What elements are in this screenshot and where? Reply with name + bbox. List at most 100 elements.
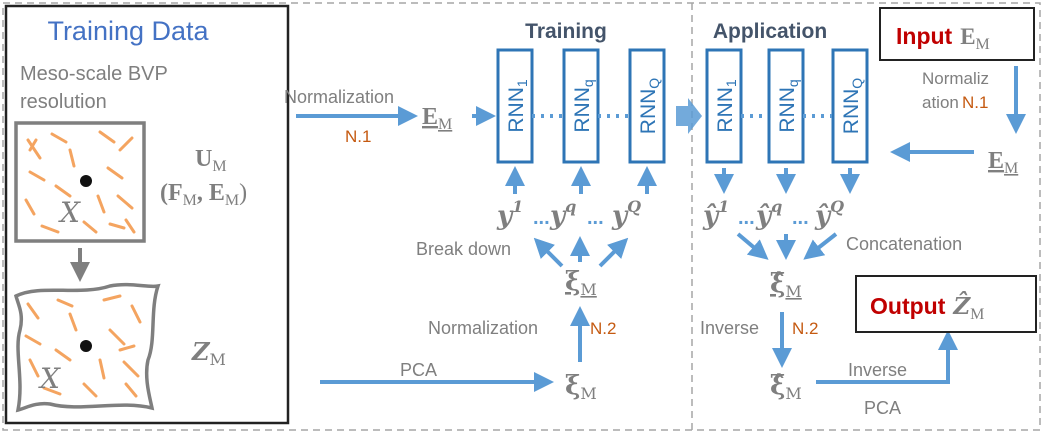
app-pca-label: PCA [864,398,901,418]
training-rnn-3: RNNQ [628,48,666,164]
app-n2-tag: N.2 [792,319,818,338]
xi-label: ξM [565,371,597,403]
training-rnn-label-2: RNNq [571,79,596,132]
fiber-deformed-11 [42,386,62,396]
app-n1-tag: N.1 [962,93,988,112]
internal-variables-label: ZM [191,337,226,369]
displacement-label: UM [195,146,227,175]
training-title: Training [525,20,607,43]
training-rnn-label-1: RNN1 [505,79,530,133]
app-ellipsis-1: ... [738,207,755,229]
training-data-subtitle-line1: Meso-scale BVP [20,63,168,85]
fiber-9 [96,194,106,214]
fiber-11 [40,224,60,234]
fiber-2 [50,132,68,144]
material-point [80,175,92,187]
normalization-n2-label: Normalization [428,318,538,338]
training-rnn-1: RNN1 [496,48,534,164]
training-rnn-box-3 [628,48,666,164]
app-em-label: EM [988,148,1018,177]
training-rnn-2: RNNq [562,48,600,164]
application-rnn-2: RNNq [767,48,805,164]
xi-hat-label: ξ̂M [770,371,802,403]
inverse-pca-arrow [816,330,958,384]
xi-hat-normalized-label: ξ̂M [770,269,802,301]
fiber-deformed-8 [54,348,72,362]
transfer-arrow [676,98,702,134]
application-rnn-box-3 [831,48,869,164]
fiber-12 [82,220,98,234]
fiber-8 [54,184,72,198]
app-normalization-line2: ation [922,93,959,112]
n2-tag: N.2 [590,319,616,338]
fiber-deformed-1 [26,302,40,320]
fiber-1 [26,138,42,160]
fiber-5 [28,170,46,182]
fiber-7 [24,198,36,216]
break-down-arrow-left [533,237,564,268]
fiber-14 [68,148,76,168]
normalization-n1-label: Normalization [284,87,394,107]
yhatq-label: ŷq [755,197,782,231]
yhat1-label: ŷ1 [702,197,729,231]
fiber-deformed-12 [82,382,98,398]
training-rnn-box-2 [562,48,600,164]
deformation-strain-label: (FM, EM) [160,180,247,209]
fiber-16 [108,222,126,230]
concatenation-label: Concatenation [846,234,962,254]
concat-arrow-right [803,232,838,260]
concat-arrow-left [736,232,769,260]
training-ellipsis-1: ... [533,207,550,229]
application-rnn-label-1: RNN1 [714,79,739,133]
fiber-deformed-5 [24,334,42,346]
training-rnn-label-3: RNNQ [637,78,662,135]
material-point-deformed [80,340,92,352]
training-data-title: Training Data [47,16,209,46]
fiber-4 [118,136,134,152]
app-ellipsis-2: ... [792,207,809,229]
undeformed-specimen: X [14,121,146,243]
fiber-deformed-6 [108,328,126,346]
training-rnn-box-1 [496,48,534,164]
fiber-deformed-9 [98,358,106,380]
fiber-deformed-3 [102,294,122,302]
application-rnn-label-3: RNNQ [840,78,865,135]
application-rnn-3: RNNQ [831,48,869,164]
break-down-label: Break down [416,239,511,259]
point-label-deformed: X [38,362,61,395]
app-normalization-line1: Normaliz [922,69,989,88]
fiber-deformed-15 [118,344,136,352]
yQ-label: yQ [611,197,641,231]
fiber-deformed-14 [68,312,78,332]
point-label: X [58,196,81,229]
application-rnn-label-2: RNNq [776,79,801,132]
inverse-label: Inverse [700,318,759,338]
fiber-6 [106,166,124,180]
fiber-13 [124,218,136,234]
fiber-15 [28,138,38,152]
fiber-deformed-4 [130,304,142,324]
fiber-10 [116,194,134,210]
pca-label: PCA [400,360,437,380]
application-title: Application [713,20,827,43]
fiber-deformed-2 [56,298,74,308]
training-outputs: y1 ... yq ... yQ [496,197,641,231]
fiber-deformed-10 [122,360,140,378]
break-down-arrow-right [598,237,629,268]
em-normalized-label: EM [422,104,452,133]
training-ellipsis-2: ... [587,207,604,229]
yhatQ-label: ŷQ [814,197,844,231]
application-rnn-box-1 [705,48,743,164]
n1-tag: N.1 [345,127,371,146]
fiber-deformed-7 [28,358,40,378]
fiber-3 [98,130,116,144]
fiber-deformed-13 [124,382,138,398]
application-outputs: ŷ1 ... ŷq ... ŷQ [702,197,844,231]
y1-label: y1 [496,197,523,231]
xi-normalized-label: ξM [565,267,597,299]
